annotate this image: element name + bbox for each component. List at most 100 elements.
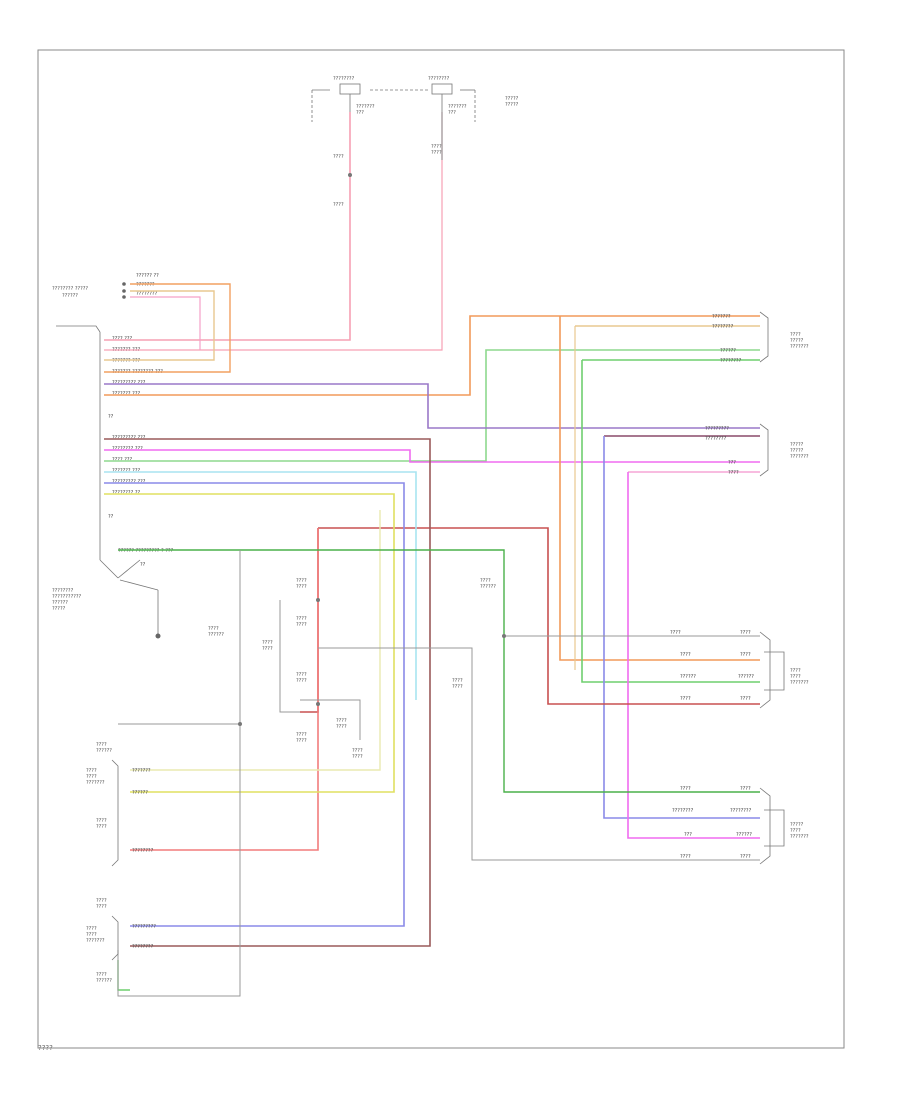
svg-text:??????: ?????? xyxy=(52,600,68,606)
svg-text:?????: ????? xyxy=(52,606,66,612)
svg-text:????????: ???????? xyxy=(136,291,158,297)
svg-text:????: ???? xyxy=(740,696,751,702)
svg-text:???????: ??????? xyxy=(790,344,809,350)
svg-text:???????: ??????? xyxy=(790,454,809,460)
svg-text:????????: ???????? xyxy=(672,808,694,814)
ground-point xyxy=(155,633,161,639)
svg-text:???????? ?????: ???????? ????? xyxy=(52,286,88,292)
svg-text:????????? ???: ????????? ??? xyxy=(112,435,146,441)
svg-text:????????? ???: ????????? ??? xyxy=(112,380,146,386)
svg-text:????????? ???: ????????? ??? xyxy=(112,479,146,485)
svg-text:????: ???? xyxy=(333,202,344,208)
svg-text:????: ???? xyxy=(431,144,442,150)
svg-text:?????: ????? xyxy=(790,822,804,828)
wire-splice xyxy=(348,173,352,177)
svg-text:????: ???? xyxy=(208,626,219,632)
svg-text:????: ???? xyxy=(96,824,107,830)
svg-text:????: ???? xyxy=(333,154,344,160)
svg-text:????: ???? xyxy=(86,768,97,774)
svg-text:????????: ???????? xyxy=(712,324,734,330)
svg-text:????: ???? xyxy=(86,774,97,780)
splice-points xyxy=(238,598,506,726)
gray-wires xyxy=(117,550,760,997)
svg-text:??????? ???: ??????? ??? xyxy=(112,358,140,364)
svg-text:????: ???? xyxy=(296,738,307,744)
wire-red-fuse xyxy=(104,112,351,341)
svg-text:??????: ?????? xyxy=(132,790,148,796)
svg-text:????: ???? xyxy=(96,904,107,910)
svg-text:?????: ????? xyxy=(505,96,519,102)
wire-green-rear xyxy=(118,549,760,793)
svg-text:????: ???? xyxy=(296,616,307,622)
svg-text:????: ???? xyxy=(740,786,751,792)
svg-text:???????: ??????? xyxy=(356,104,375,110)
radio-main-connector xyxy=(56,325,159,636)
wire-red-speaker xyxy=(130,528,319,851)
wire-orange-vertical xyxy=(559,316,760,661)
svg-text:????: ???? xyxy=(790,828,801,834)
wire-purple-rf xyxy=(104,383,760,429)
wire-darkred-top xyxy=(318,527,760,705)
wire-blue-main xyxy=(104,482,405,927)
svg-text:???? ???: ???? ??? xyxy=(112,336,133,342)
svg-text:??????: ?????? xyxy=(738,674,754,680)
svg-text:????: ???? xyxy=(96,818,107,824)
antenna-switch-connector: ???????? ????? ?????? ?????? ?? ??????? … xyxy=(52,273,159,299)
svg-text:????: ???? xyxy=(96,742,107,748)
svg-text:????: ???? xyxy=(336,718,347,724)
svg-text:????: ???? xyxy=(352,748,363,754)
svg-text:????: ???? xyxy=(740,630,751,636)
svg-text:???????: ??????? xyxy=(86,938,105,944)
svg-text:????: ???? xyxy=(352,754,363,760)
svg-text:????????: ???????? xyxy=(428,76,450,82)
svg-text:???? ???: ???? ??? xyxy=(112,457,133,463)
svg-text:?????: ????? xyxy=(790,448,804,454)
svg-text:??????: ?????? xyxy=(208,632,224,638)
front-speaker-labels: ??????? ???????? ?????? ???????? ???? ??… xyxy=(705,314,809,476)
wire-yellow2-main xyxy=(130,510,381,771)
svg-text:??????: ?????? xyxy=(720,348,736,354)
rear-left-speaker-labels: ???? ?????? ???? ???? ??????? ???? ???? … xyxy=(86,742,156,984)
wire-blue-vertical xyxy=(603,436,760,819)
svg-text:????????: ???????? xyxy=(52,588,74,594)
rear-left-connectors xyxy=(111,759,119,961)
svg-text:????: ???? xyxy=(740,854,751,860)
svg-text:???????: ??????? xyxy=(86,780,105,786)
svg-text:??????? ???: ??????? ??? xyxy=(112,391,140,397)
wire-tan-antenna xyxy=(104,290,215,361)
svg-text:???: ??? xyxy=(356,110,364,116)
fuse-block xyxy=(311,83,476,122)
svg-text:?????: ????? xyxy=(790,338,804,344)
svg-text:????: ???? xyxy=(452,684,463,690)
svg-text:??????: ?????? xyxy=(480,584,496,590)
svg-text:????????: ???????? xyxy=(132,848,154,854)
svg-text:???????: ??????? xyxy=(136,282,155,288)
wire-magenta-rf xyxy=(104,449,760,463)
wire-magenta-vertical xyxy=(627,472,760,839)
svg-text:????: ???? xyxy=(262,646,273,652)
radio-connector-pins: ???? ??? ??????? ??? ??????? ??? ???????… xyxy=(52,336,174,612)
svg-text:????????: ???????? xyxy=(730,808,752,814)
svg-text:????: ???? xyxy=(790,674,801,680)
svg-text:????: ???? xyxy=(86,932,97,938)
wire-green-lf xyxy=(104,349,760,462)
svg-text:?????????: ????????? xyxy=(132,924,156,930)
svg-text:????: ???? xyxy=(262,640,273,646)
svg-text:????: ???? xyxy=(480,578,491,584)
wire-pink-antenna xyxy=(130,296,201,350)
svg-text:???: ??? xyxy=(684,832,692,838)
wire-green-vertical xyxy=(581,360,760,683)
svg-text:??????: ?????? xyxy=(736,832,752,838)
svg-text:????: ???? xyxy=(431,150,442,156)
svg-text:??????: ?????? xyxy=(680,674,696,680)
wire-yellow-main xyxy=(104,493,395,793)
svg-text:????: ???? xyxy=(680,696,691,702)
svg-text:????: ???? xyxy=(96,972,107,978)
wire-orange-antenna xyxy=(104,283,231,373)
svg-text:?????? ??: ?????? ?? xyxy=(136,273,159,279)
wire-lightblue-main xyxy=(104,471,417,700)
svg-text:????????: ???????? xyxy=(333,76,355,82)
svg-text:????: ???? xyxy=(680,652,691,658)
wire-green-rear-left xyxy=(117,960,130,991)
svg-text:???: ??? xyxy=(448,110,456,116)
